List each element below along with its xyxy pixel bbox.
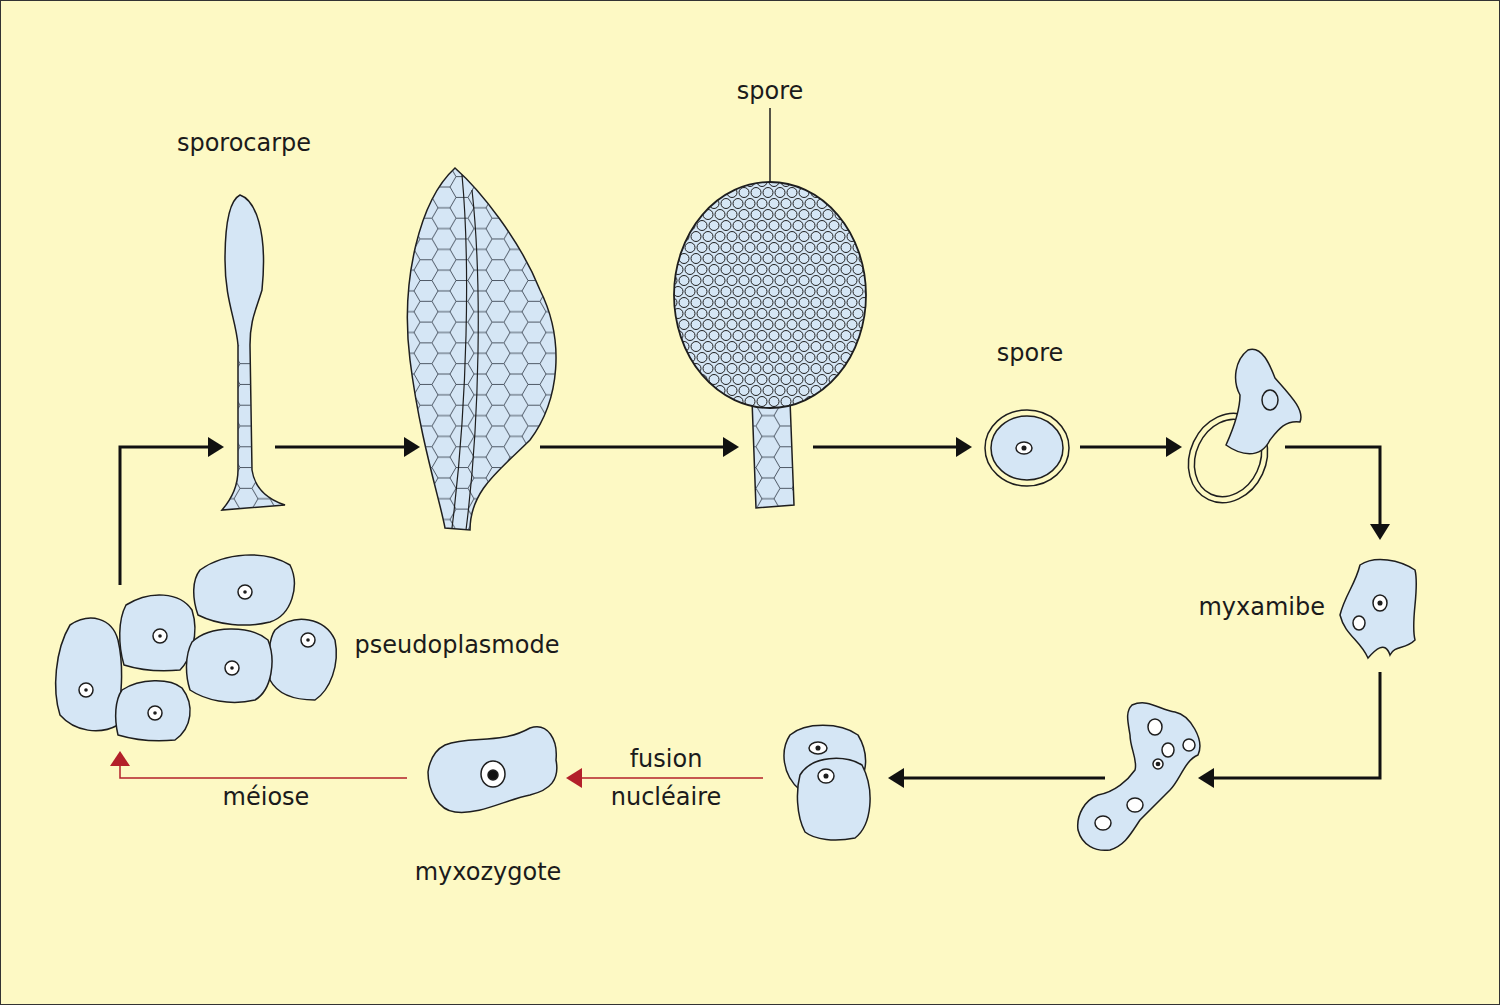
stage-label: méiose: [223, 782, 310, 812]
stage-label: pseudoplasmode: [355, 630, 560, 660]
myxamoeba: [1340, 560, 1416, 658]
cycle-arrows: [120, 447, 1380, 778]
mature-sorocarp: [674, 108, 866, 510]
myxozygote-cell: [428, 727, 557, 813]
arrow-heads: [208, 437, 1390, 788]
germinating-spore: [1174, 349, 1301, 516]
young-sporocarp: [215, 195, 290, 515]
stage-label: spore: [997, 338, 1064, 368]
stage-label: myxozygote: [415, 857, 562, 887]
stage-label: sporocarpe: [177, 128, 311, 158]
cell-pair: [784, 725, 870, 840]
spore-cell: [985, 410, 1069, 486]
stage-label: myxamibe: [1198, 592, 1325, 622]
stage-label: fusion nucléaire: [606, 740, 726, 816]
pseudoplasmodium-cells: [56, 555, 337, 741]
stage-label: spore: [737, 76, 804, 106]
leader-line: [769, 108, 771, 182]
culminating-sporocarp: [400, 165, 570, 535]
